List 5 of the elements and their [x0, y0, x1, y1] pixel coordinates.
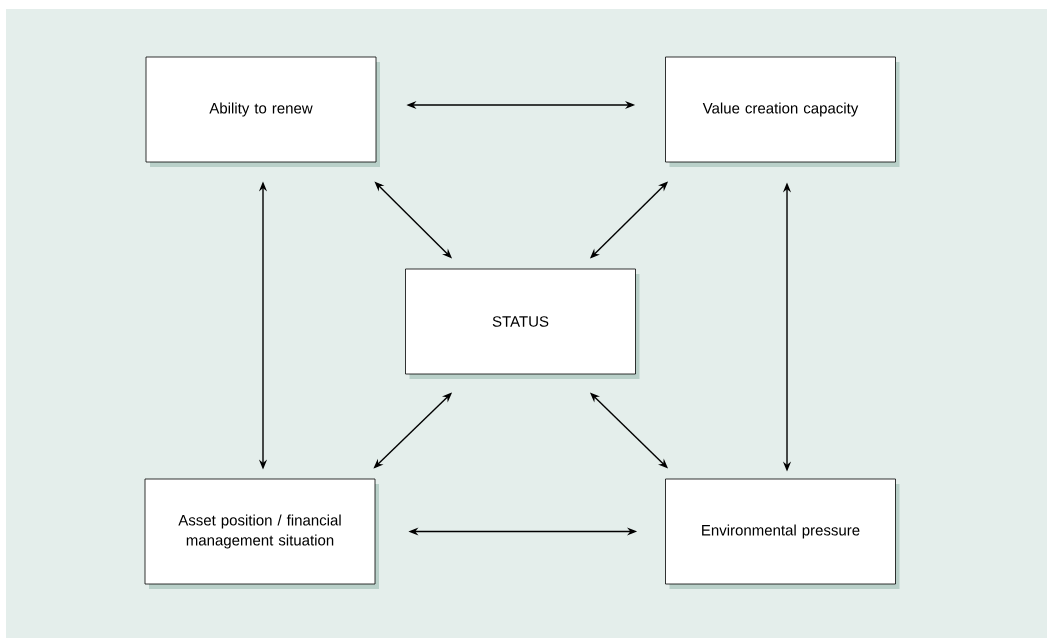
box: Environmental pressure — [665, 478, 900, 589]
box: Asset position / financial management situation — [144, 478, 379, 589]
box: Value creation capacity — [665, 56, 900, 167]
box: Ability to renew — [145, 56, 380, 167]
box: STATUS — [405, 268, 640, 379]
